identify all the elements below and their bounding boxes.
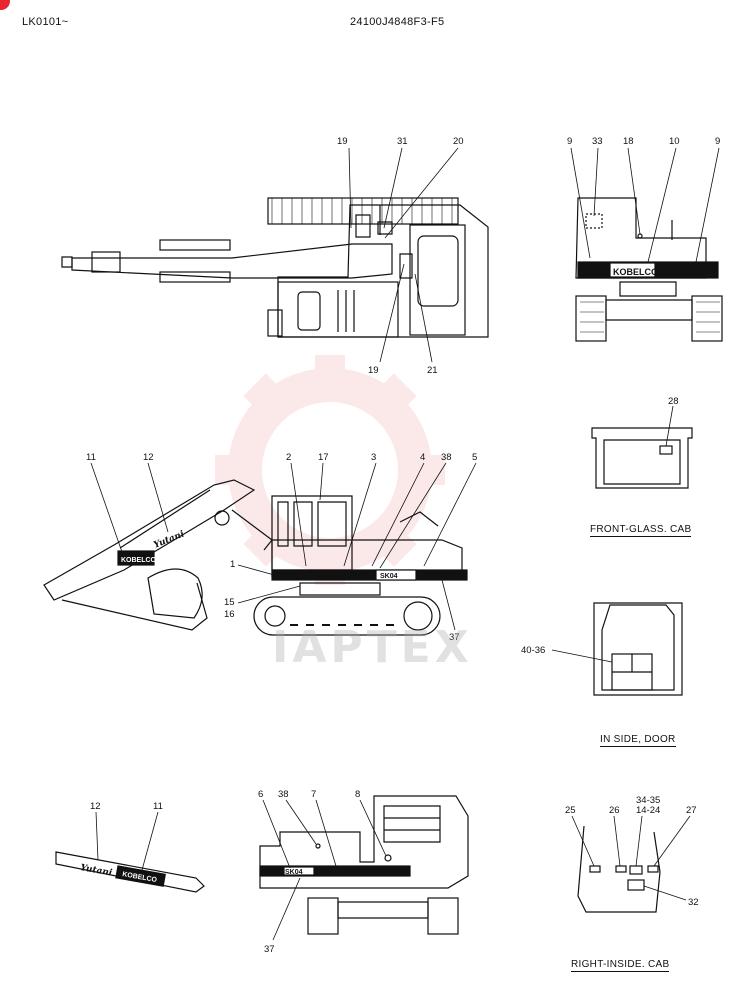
callout-25: 25 <box>565 805 576 816</box>
callout-11-side: 11 <box>86 452 96 463</box>
caption-right-inside-cab: RIGHT-INSIDE. CAB <box>571 959 670 972</box>
callout-26: 26 <box>609 805 620 816</box>
callout-5: 5 <box>472 452 477 463</box>
callout-19-bottom: 19 <box>368 365 379 376</box>
callout-38-right: 38 <box>278 789 289 800</box>
callout-4: 4 <box>420 452 425 463</box>
rear-view-excavator <box>575 197 723 342</box>
inside-door-drawing <box>593 602 683 696</box>
callout-15: 15 <box>224 597 235 608</box>
caption-inside-door: IN SIDE, DOOR <box>600 734 676 747</box>
model-code-label: LK0101~ <box>22 16 69 28</box>
side-view-excavator <box>43 479 468 636</box>
callout-38-side: 38 <box>441 452 452 463</box>
boom-yutani-decal: Yutani <box>152 529 186 551</box>
top-view-excavator <box>61 197 489 338</box>
rear-view-callout-lines <box>570 147 720 263</box>
front-glass-cab-drawing <box>591 427 693 489</box>
callout-7: 7 <box>311 789 316 800</box>
callout-14-24: 14-24 <box>636 805 660 816</box>
callout-17: 17 <box>318 452 329 463</box>
callout-37-right: 37 <box>264 944 275 955</box>
callout-2: 2 <box>286 452 291 463</box>
side-view-callout-lines <box>90 462 477 631</box>
callout-31: 31 <box>397 136 408 147</box>
callout-10: 10 <box>669 136 680 147</box>
callout-40-36: 40-36 <box>521 645 545 656</box>
caption-front-glass-cab: FRONT-GLASS. CAB <box>590 524 692 537</box>
callout-1: 1 <box>230 559 235 570</box>
callout-34-35: 34-35 <box>636 795 660 806</box>
callout-9-left: 9 <box>567 136 572 147</box>
callout-32: 32 <box>688 897 699 908</box>
callout-28: 28 <box>668 396 679 407</box>
callout-37-side: 37 <box>449 632 460 643</box>
boom-detail-drawing <box>55 851 205 893</box>
callout-9-right: 9 <box>715 136 720 147</box>
watermark-gear-icon <box>215 355 445 585</box>
callout-12-detail: 12 <box>90 801 101 812</box>
callout-19-top: 19 <box>337 136 348 147</box>
top-view-callout-lines <box>348 147 459 363</box>
boom-kobelco-decal: KOBELCO <box>121 557 157 564</box>
callout-21: 21 <box>427 365 438 376</box>
callout-27: 27 <box>686 805 697 816</box>
right-inside-callout-lines <box>571 815 691 901</box>
part-number-label: 24100J4848F3-F5 <box>350 16 445 28</box>
right-inside-cab-drawing <box>577 825 661 913</box>
detail-yutani-decal: Yutani <box>79 863 113 879</box>
callout-3: 3 <box>371 452 376 463</box>
right-view-callout-lines <box>262 799 387 941</box>
rear-kobelco-decal: KOBELCO <box>613 267 658 277</box>
right-view-excavator <box>259 795 469 935</box>
side-model-decal: SK04 <box>380 573 398 580</box>
callout-33: 33 <box>592 136 603 147</box>
callout-16: 16 <box>224 609 235 620</box>
watermark-text: IAPTEX <box>272 622 473 673</box>
callout-18: 18 <box>623 136 634 147</box>
callout-6: 6 <box>258 789 263 800</box>
right-model-decal: SK04 <box>285 869 303 876</box>
callout-20: 20 <box>453 136 464 147</box>
callout-line-28 <box>665 405 674 447</box>
callout-line-40-36 <box>551 649 613 663</box>
boom-detail-callout-lines <box>95 811 159 871</box>
callout-8: 8 <box>355 789 360 800</box>
corner-badge <box>0 0 10 10</box>
callout-11-detail: 11 <box>153 801 163 812</box>
callout-12-side: 12 <box>143 452 154 463</box>
